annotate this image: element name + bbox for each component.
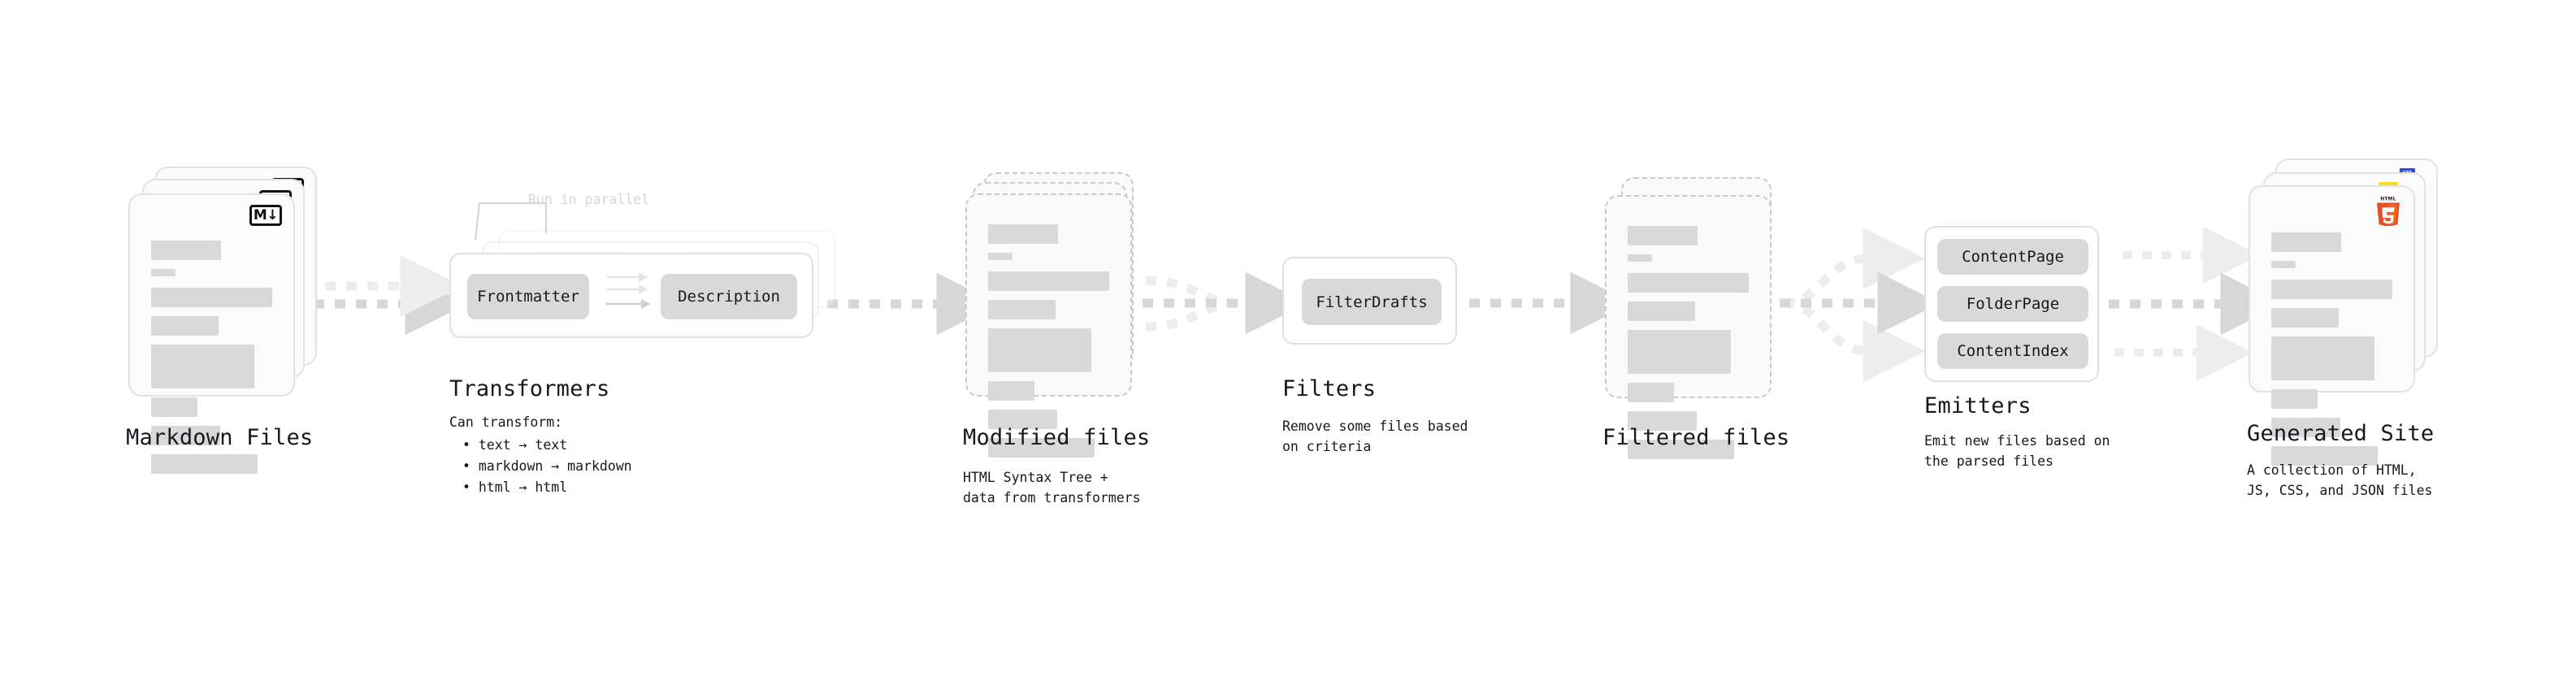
connector-filtered-to-emitters	[1780, 227, 1941, 383]
placeholder-line	[151, 397, 197, 417]
filters-subtitle: Remove some files based on criteria	[1282, 419, 1468, 455]
site-file-card-front: HTML	[2249, 185, 2415, 466]
placeholder-line	[988, 271, 1109, 291]
placeholder-line	[1628, 273, 1749, 293]
filtered-files-title: Filtered files	[1602, 425, 1790, 450]
emitter-pill-folderpage[interactable]: FolderPage	[1937, 286, 2088, 322]
placeholder-line	[988, 253, 1013, 260]
placeholder-line	[1628, 440, 1735, 459]
placeholder-line	[2271, 336, 2374, 380]
placeholder-lines	[151, 241, 272, 483]
transformers-bullet-0: • text → text	[462, 437, 568, 453]
svg-text:HTML: HTML	[2380, 197, 2396, 202]
placeholder-line	[1628, 383, 1674, 402]
placeholder-line	[1628, 330, 1731, 374]
run-in-parallel-label: Run in parallel	[528, 192, 650, 207]
placeholder-line	[988, 381, 1034, 401]
emitters-title: Emitters	[1924, 393, 2032, 419]
markdown-icon: M↓	[249, 205, 282, 226]
placeholder-line	[988, 328, 1091, 372]
placeholder-line	[151, 241, 222, 260]
placeholder-line	[1628, 226, 1698, 245]
transformers-subtitle: Can transform:	[449, 414, 563, 430]
generated-site-title: Generated Site	[2247, 421, 2435, 446]
placeholder-line	[2271, 232, 2342, 252]
placeholder-line	[2271, 446, 2379, 466]
placeholder-line	[151, 269, 176, 276]
placeholder-line	[151, 316, 219, 336]
placeholder-line	[151, 454, 258, 474]
placeholder-line	[2271, 280, 2392, 299]
transformer-pill-frontmatter[interactable]: Frontmatter	[467, 274, 589, 319]
generated-site-subtitle: A collection of HTML, JS, CSS, and JSON …	[2247, 462, 2433, 499]
placeholder-lines	[1628, 226, 1749, 468]
placeholder-line	[2271, 418, 2340, 437]
placeholder-line	[1628, 411, 1697, 431]
filters-title: Filters	[1282, 376, 1377, 401]
connector-md-to-transformers	[314, 254, 468, 336]
placeholder-line	[2271, 308, 2340, 327]
modified-files-subtitle: HTML Syntax Tree + data from transformer…	[963, 470, 1141, 506]
transformers-title: Transformers	[449, 376, 610, 401]
transformers-bullet-2: • html → html	[462, 479, 568, 495]
placeholder-line	[151, 345, 254, 388]
filters-box[interactable]: FilterDrafts	[1282, 257, 1457, 345]
transformers-bullet-1: • markdown → markdown	[462, 458, 632, 474]
transformer-pill-description[interactable]: Description	[661, 274, 797, 319]
placeholder-line	[988, 410, 1057, 429]
placeholder-line	[151, 426, 220, 445]
filter-pill-filterdrafts[interactable]: FilterDrafts	[1302, 279, 1442, 325]
connector-modified-to-filters	[1143, 271, 1308, 335]
transformers-box[interactable]: Frontmatter Description	[449, 253, 813, 338]
connector-emitters-to-site	[2109, 227, 2283, 381]
placeholder-line	[988, 438, 1095, 458]
markdown-file-card-front: M↓	[128, 193, 295, 474]
placeholder-line	[1628, 301, 1696, 321]
placeholder-lines	[2271, 232, 2392, 475]
html5-icon: HTML	[2377, 197, 2400, 226]
filtered-file-card-front	[1605, 195, 1772, 459]
placeholder-line	[151, 288, 272, 307]
markdown-files-title: Markdown Files	[126, 425, 314, 450]
placeholder-line	[988, 300, 1056, 319]
emitters-subtitle: Emit new files based on the parsed files	[1924, 433, 2110, 470]
emitter-pill-contentpage[interactable]: ContentPage	[1937, 239, 2088, 275]
modified-file-card-front	[965, 193, 1132, 458]
placeholder-lines	[988, 224, 1109, 466]
modified-files-title: Modified files	[963, 425, 1151, 450]
emitters-box[interactable]: ContentPage FolderPage ContentIndex	[1924, 226, 2099, 382]
placeholder-line	[2271, 389, 2318, 409]
emitter-pill-contentindex[interactable]: ContentIndex	[1937, 333, 2088, 369]
placeholder-line	[2271, 261, 2296, 268]
placeholder-line	[988, 224, 1059, 244]
placeholder-line	[1628, 254, 1652, 262]
